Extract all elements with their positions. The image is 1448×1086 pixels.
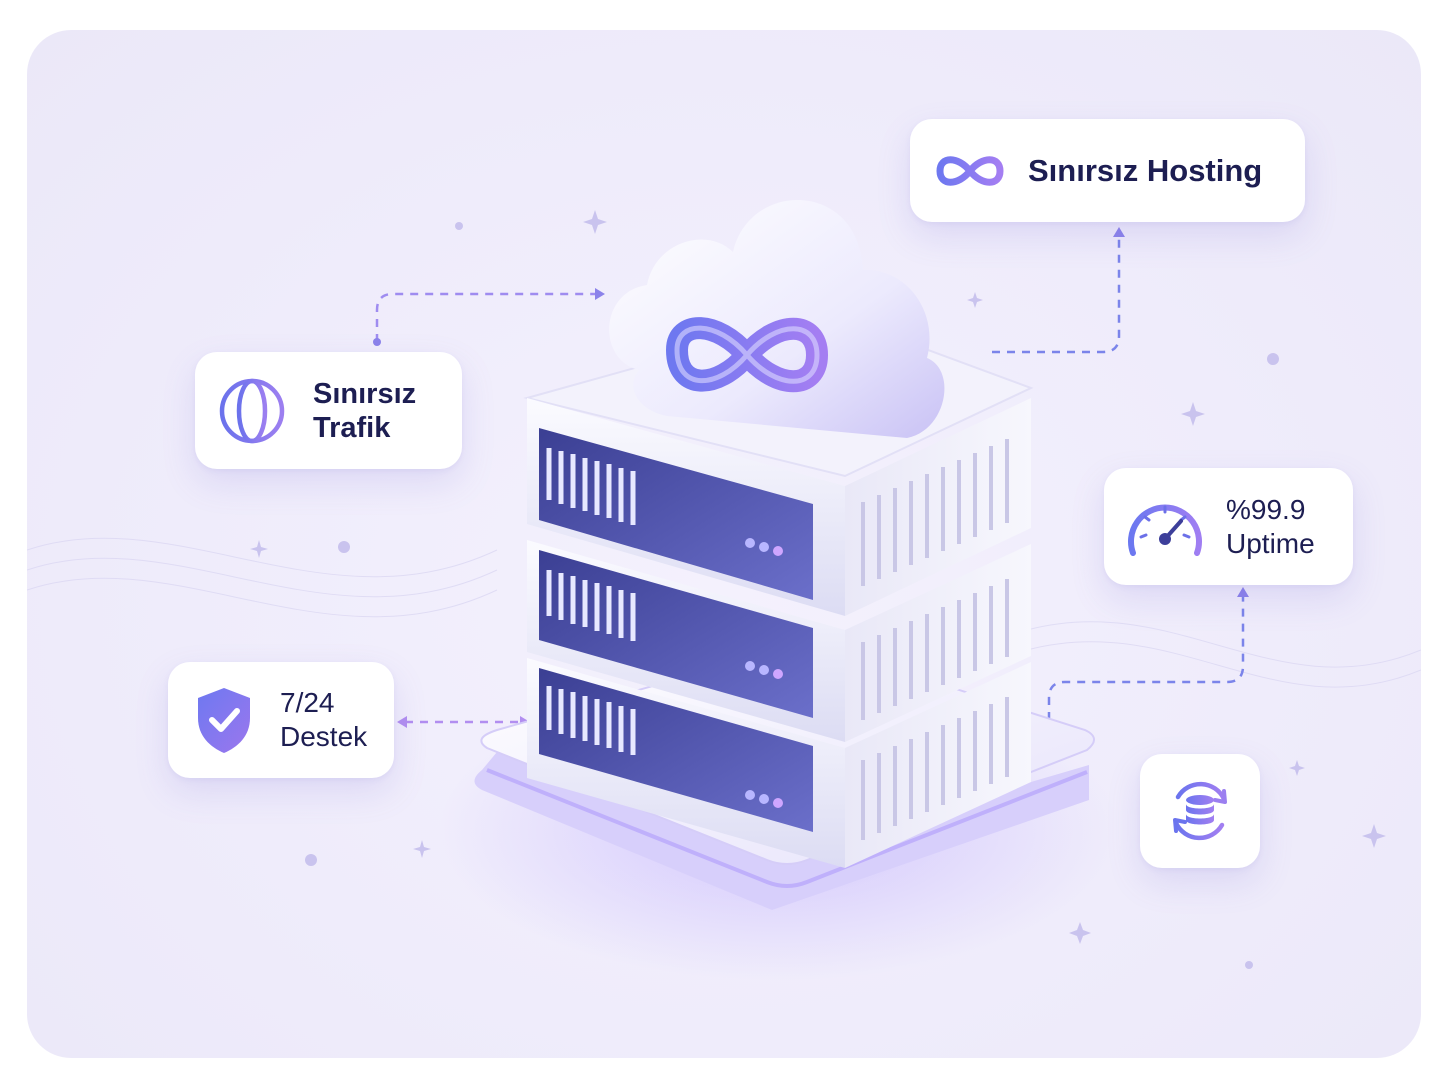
feature-card-backup [1140,754,1260,868]
feature-card-uptime: %99.9 Uptime [1104,468,1353,585]
cloud-infinity-icon [609,200,945,438]
destek-line1: 7/24 [280,687,335,718]
shield-check-icon [192,684,256,756]
feature-card-trafik: Sınırsız Trafik [195,352,462,469]
feature-card-destek: 7/24 Destek [168,662,394,778]
database-sync-icon [1164,775,1236,847]
infinity-icon [930,151,1010,191]
destek-line2: Destek [280,721,368,752]
illustration-artwork [27,200,1421,980]
hosting-label: Sınırsız Hosting [1028,152,1263,188]
uptime-label: %99.9 Uptime [1226,493,1315,561]
globe-icon [217,376,287,446]
trafik-label: Sınırsız Trafik [313,377,416,445]
speedometer-icon [1124,493,1206,561]
destek-label: 7/24 Destek [280,686,367,754]
uptime-line2: Uptime [1226,527,1315,559]
trafik-line1: Sınırsız [313,377,417,410]
uptime-line1: %99.9 [1226,493,1306,525]
background-waves [27,537,1421,688]
trafik-line2: Trafik [313,411,391,444]
dashed-connectors [375,235,1245,724]
hero-illustration-canvas: Sınırsız Hosting Sınırsız Trafik [27,30,1421,1058]
feature-card-hosting: Sınırsız Hosting [910,119,1305,222]
decorative-sparkles [250,210,1386,969]
